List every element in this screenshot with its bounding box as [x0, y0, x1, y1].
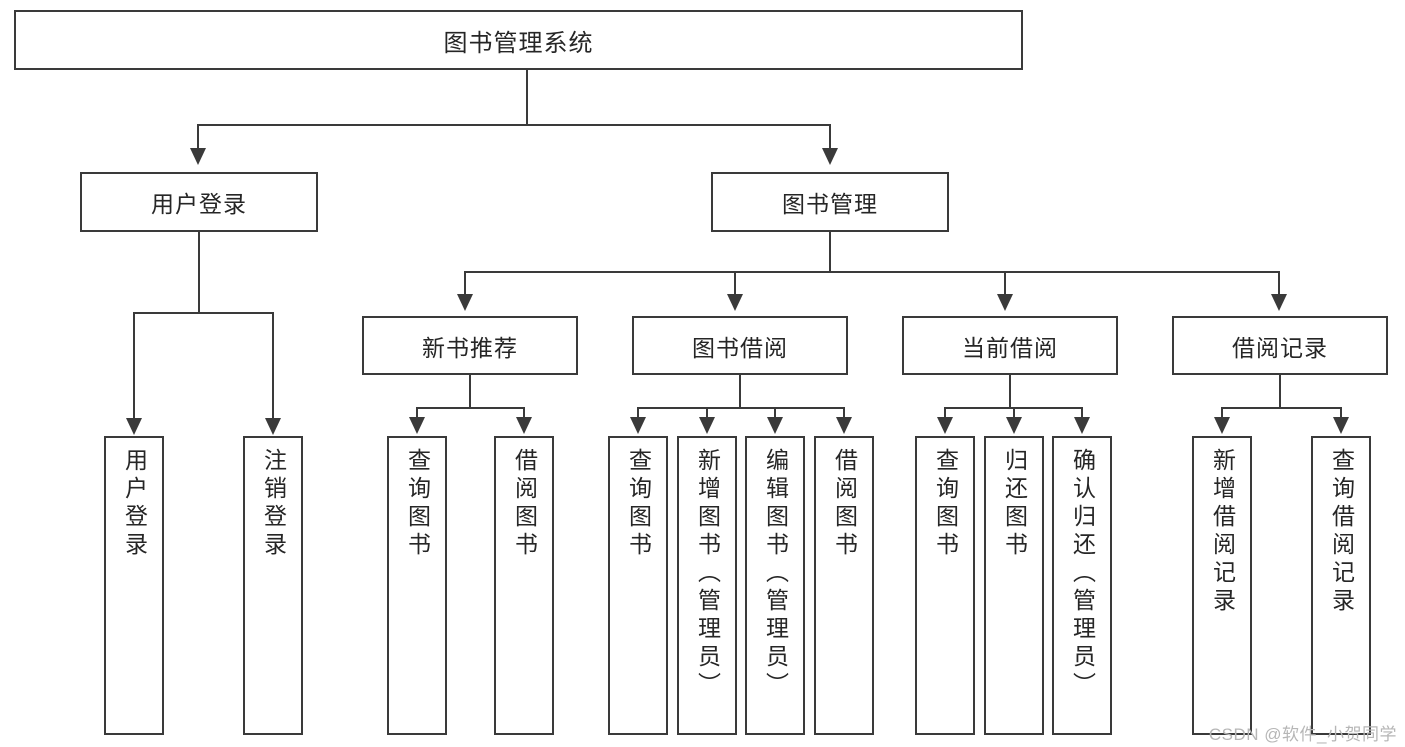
arrow-book-borrow-to-leaf1 [630, 417, 646, 434]
node-label: 图书管理 [782, 191, 878, 217]
edge-borrow-record-stem [1279, 375, 1281, 408]
leaf-book-borrow-action[interactable]: 借阅图书 [814, 436, 874, 735]
leaf-label: 用户登录 [121, 448, 148, 560]
edge-root-to-book-mgmt [829, 124, 831, 150]
node-label: 图书管理系统 [443, 29, 594, 57]
node-book-management[interactable]: 图书管理 [711, 172, 949, 232]
leaf-label: 查询图书 [404, 448, 431, 560]
node-label: 借阅记录 [1232, 334, 1328, 361]
leaf-add-borrow-record[interactable]: 新增借阅记录 [1192, 436, 1252, 735]
edge-current-borrow-to-leaf1 [944, 407, 946, 419]
node-borrow-record[interactable]: 借阅记录 [1172, 316, 1388, 375]
arrow-borrow-record-to-leaf2 [1333, 417, 1349, 434]
edge-new-book-stem [469, 375, 471, 408]
leaf-book-add-admin[interactable]: 新增图书（管理员） [677, 436, 737, 735]
node-current-borrow[interactable]: 当前借阅 [902, 316, 1118, 375]
leaf-logout[interactable]: 注销登录 [243, 436, 303, 735]
node-label: 图书借阅 [692, 334, 788, 361]
leaf-label: 借阅图书 [511, 448, 538, 560]
edge-book-borrow-to-leaf3 [774, 407, 776, 419]
leaf-return-book[interactable]: 归还图书 [984, 436, 1044, 735]
leaf-book-edit-admin[interactable]: 编辑图书（管理员） [745, 436, 805, 735]
edge-book-borrow-to-leaf2 [706, 407, 708, 419]
edge-root-stem [526, 70, 528, 124]
edge-new-book-to-leaf2 [523, 407, 525, 419]
leaf-label: 编辑图书（管理员） [762, 448, 789, 700]
leaf-new-book-borrow[interactable]: 借阅图书 [494, 436, 554, 735]
node-label: 当前借阅 [962, 334, 1058, 361]
leaf-confirm-return-admin[interactable]: 确认归还（管理员） [1052, 436, 1112, 735]
edge-book-mgmt-to-book-borrow [734, 271, 736, 297]
edge-book-mgmt-to-new-book [464, 271, 466, 297]
edge-current-borrow-to-leaf3 [1081, 407, 1083, 419]
leaf-label: 查询图书 [625, 448, 652, 560]
arrow-book-borrow-to-leaf4 [836, 417, 852, 434]
edge-root-to-user-login [197, 124, 199, 150]
edge-new-book-to-leaf1 [416, 407, 418, 419]
arrow-book-mgmt-to-new-book [457, 294, 473, 311]
arrow-current-borrow-to-leaf3 [1074, 417, 1090, 434]
arrow-user-login-to-leaf2 [265, 418, 281, 435]
node-new-book-recommend[interactable]: 新书推荐 [362, 316, 578, 375]
edge-book-mgmt-stem [829, 232, 831, 272]
edge-borrow-record-to-leaf2 [1340, 407, 1342, 419]
edge-current-borrow-stem [1009, 375, 1011, 408]
leaf-label: 查询图书 [932, 448, 959, 560]
node-root-system[interactable]: 图书管理系统 [14, 10, 1023, 70]
arrow-user-login-to-leaf1 [126, 418, 142, 435]
edge-current-borrow-to-leaf2 [1013, 407, 1015, 419]
edge-book-mgmt-bar [464, 271, 1280, 273]
leaf-label: 归还图书 [1001, 448, 1028, 560]
arrow-new-book-to-leaf1 [409, 417, 425, 434]
leaf-label: 确认归还（管理员） [1069, 448, 1096, 700]
arrow-book-borrow-to-leaf2 [699, 417, 715, 434]
node-label: 新书推荐 [422, 334, 518, 361]
arrow-root-to-user-login [190, 148, 206, 165]
leaf-query-borrow-record[interactable]: 查询借阅记录 [1311, 436, 1371, 735]
edge-book-borrow-to-leaf1 [637, 407, 639, 419]
arrow-book-mgmt-to-borrow-record [1271, 294, 1287, 311]
arrow-book-mgmt-to-book-borrow [727, 294, 743, 311]
arrow-root-to-book-mgmt [822, 148, 838, 165]
leaf-user-login[interactable]: 用户登录 [104, 436, 164, 735]
edge-borrow-record-bar [1221, 407, 1341, 409]
leaf-label: 查询借阅记录 [1328, 448, 1355, 616]
leaf-label: 新增图书（管理员） [694, 448, 721, 700]
node-book-borrow[interactable]: 图书借阅 [632, 316, 848, 375]
edge-new-book-bar [416, 407, 524, 409]
arrow-book-mgmt-to-current-borrow [997, 294, 1013, 311]
leaf-label: 借阅图书 [831, 448, 858, 560]
leaf-current-query[interactable]: 查询图书 [915, 436, 975, 735]
arrow-borrow-record-to-leaf1 [1214, 417, 1230, 434]
edge-book-borrow-bar [637, 407, 845, 409]
arrow-current-borrow-to-leaf2 [1006, 417, 1022, 434]
leaf-label: 新增借阅记录 [1209, 448, 1236, 616]
edge-borrow-record-to-leaf1 [1221, 407, 1223, 419]
leaf-book-borrow-query[interactable]: 查询图书 [608, 436, 668, 735]
edge-user-login-bar [133, 312, 273, 314]
leaf-label: 注销登录 [260, 448, 287, 560]
edge-user-login-stem [198, 232, 200, 312]
arrow-current-borrow-to-leaf1 [937, 417, 953, 434]
edge-book-borrow-to-leaf4 [843, 407, 845, 419]
edge-book-mgmt-to-current-borrow [1004, 271, 1006, 297]
edge-root-bar [197, 124, 830, 126]
edge-user-login-to-leaf1 [133, 312, 135, 420]
leaf-new-book-query[interactable]: 查询图书 [387, 436, 447, 735]
node-user-login[interactable]: 用户登录 [80, 172, 318, 232]
arrow-book-borrow-to-leaf3 [767, 417, 783, 434]
edge-book-mgmt-to-borrow-record [1278, 271, 1280, 297]
node-label: 用户登录 [151, 191, 247, 217]
arrow-new-book-to-leaf2 [516, 417, 532, 434]
edge-user-login-to-leaf2 [272, 312, 274, 420]
edge-book-borrow-stem [739, 375, 741, 408]
